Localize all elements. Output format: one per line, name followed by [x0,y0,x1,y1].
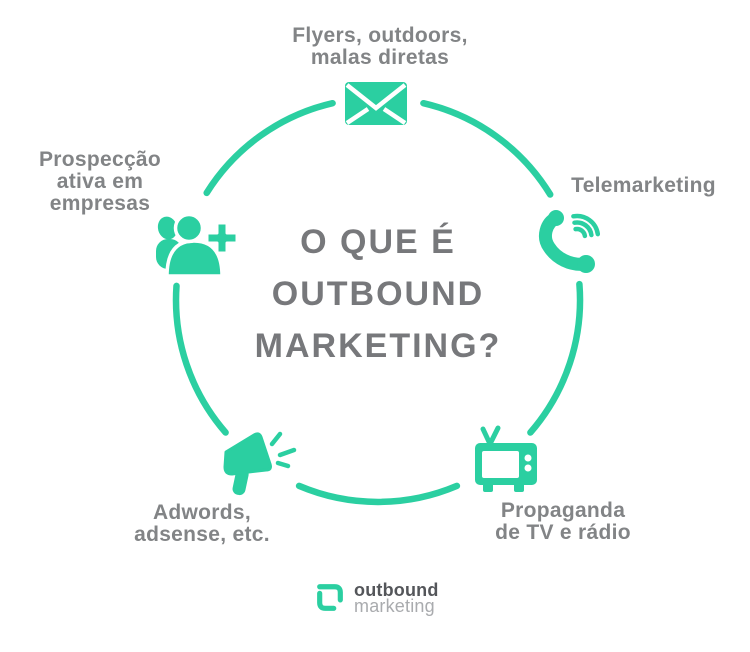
phone-call-icon [539,210,601,273]
circle-ring [172,99,584,506]
logo-text: outbound marketing [354,580,439,616]
add-users-icon [156,212,239,278]
envelope-icon [345,82,407,125]
ring-arc-top-left [203,99,336,197]
logo-mark-icon [317,584,343,611]
node-label-telemarketing: Telemarketing [571,174,716,197]
ring-arc-top-right [420,99,554,198]
ring-arc-right [527,280,584,436]
node-label-prospeccao: Prospecção ativa em empresas [38,148,162,215]
tv-icon [475,425,537,492]
megaphone-icon [223,431,297,496]
node-label-adwords: Adwords, adsense, etc. [134,501,270,546]
node-label-propaganda: Propaganda de TV e rádio [495,499,631,544]
logo-word-outbound: outbound [354,580,439,600]
node-label-flyers: Flyers, outdoors, malas diretas [292,24,468,69]
logo-word-marketing: marketing [354,596,435,616]
brand-logo: outbound marketing [315,580,439,616]
diagram-title: O QUE É OUTBOUND MARKETING? [254,223,502,365]
ring-arc-left [172,282,229,436]
ring-arc-bottom [295,482,461,506]
